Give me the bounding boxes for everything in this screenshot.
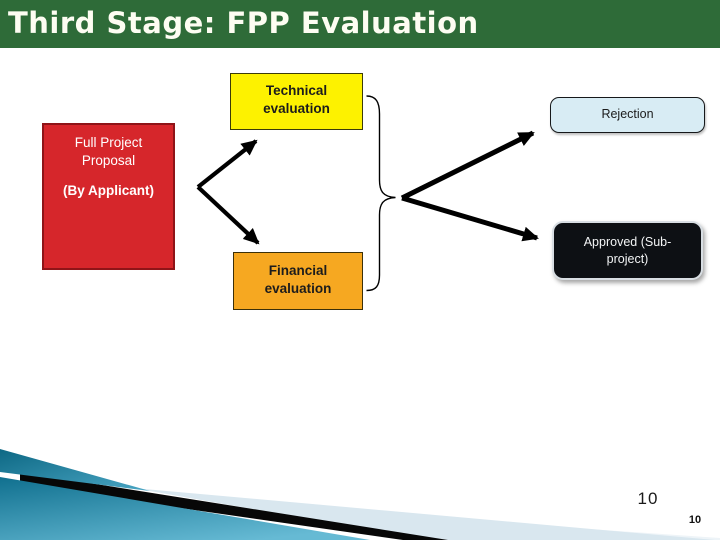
slide-title: Third Stage: FPP Evaluation xyxy=(8,6,479,40)
financial-line2: evaluation xyxy=(264,281,332,297)
swoosh-faint-stripe xyxy=(340,512,720,540)
arrow-evaluation-to-rejection xyxy=(400,130,535,201)
swoosh-teal-main xyxy=(0,477,370,540)
proposal-line1: Full Project xyxy=(74,135,143,150)
swoosh-teal-upper xyxy=(0,449,150,491)
page-number-small: 10 xyxy=(688,514,702,526)
proposal-line2: Proposal xyxy=(81,153,136,169)
financial-line1: Financial xyxy=(268,263,328,278)
proposal-line3: (By Applicant) xyxy=(63,183,154,199)
rejection-label: Rejection xyxy=(601,107,654,121)
financial-evaluation-box: Financial evaluation xyxy=(233,252,363,310)
swoosh-black-stripe xyxy=(20,472,448,540)
full-project-proposal-box: Full Project Proposal (By Applicant) xyxy=(42,123,175,270)
approved-subproject-box: Approved (Sub- project) xyxy=(552,221,703,280)
title-bar: Third Stage: FPP Evaluation xyxy=(0,0,720,48)
approved-line2: project) xyxy=(606,251,649,266)
approved-line1: Approved (Sub- xyxy=(583,235,672,249)
technical-line2: evaluation xyxy=(263,101,330,117)
technical-evaluation-box: Technical evaluation xyxy=(230,73,363,130)
arrow-proposal-to-technical xyxy=(196,139,258,189)
arrow-proposal-to-financial xyxy=(196,185,260,245)
page-number: 10 xyxy=(637,489,659,508)
rejection-box: Rejection xyxy=(550,97,705,133)
evaluation-brace xyxy=(366,95,396,292)
technical-line1: Technical xyxy=(265,83,328,98)
arrow-evaluation-to-approved xyxy=(401,195,539,242)
